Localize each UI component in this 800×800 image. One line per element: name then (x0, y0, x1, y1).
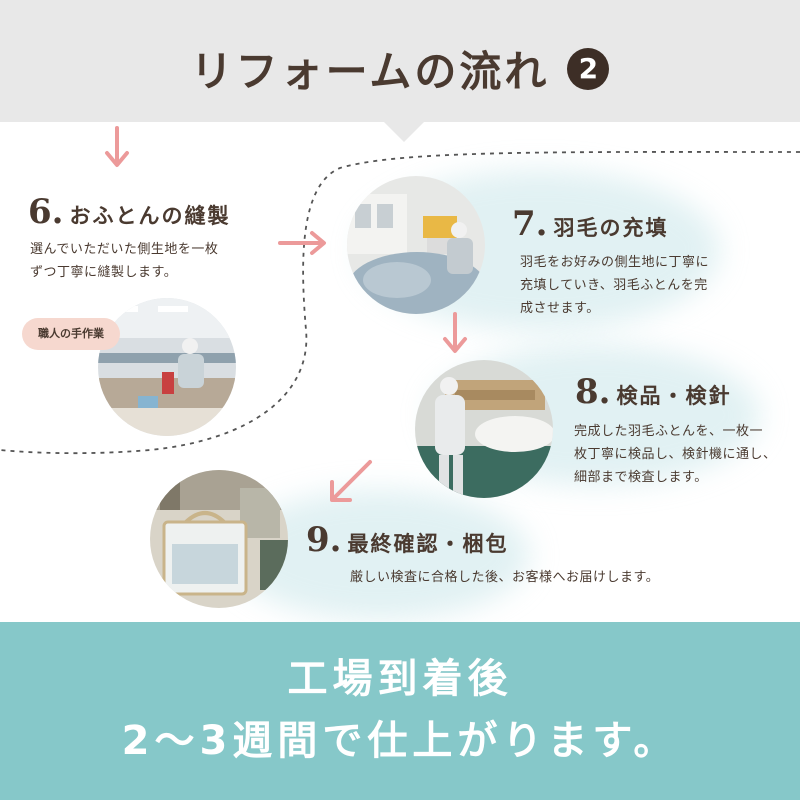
arrow-right-icon (278, 231, 326, 255)
header-band (0, 0, 800, 122)
header-notch (382, 120, 426, 142)
step6-desc-line: ずつ丁寧に縫製します。 (30, 265, 178, 280)
footer-band (0, 622, 800, 800)
arrow-down-icon (443, 312, 467, 353)
step7-desc-line: 羽毛をお好みの側生地に丁寧に (520, 255, 710, 270)
step8-photo (415, 360, 553, 498)
step6-description: 選んでいただいた側生地を一枚 ずつ丁寧に縫製します。 (30, 238, 218, 284)
page-title-text: リフォームの流れ (190, 47, 550, 96)
step6-number: 6. (28, 192, 64, 232)
step7-title: 羽毛の充填 (553, 216, 669, 240)
step8-desc-line: 細部まで検査します。 (574, 470, 708, 485)
step9-photo (150, 470, 288, 608)
step6-heading: 6.おふとんの縫製 (28, 192, 231, 232)
step8-desc-line: 枚丁寧に検品し、検針機に通し、 (574, 447, 777, 462)
step9-description: 厳しい検査に合格した後、お客様へお届けします。 (350, 566, 659, 589)
step7-desc-line: 充填していき、羽毛ふとんを完 (520, 278, 708, 293)
step7-photo (347, 176, 485, 314)
step8-heading: 8.検品・検針 (575, 372, 732, 412)
step9-heading: 9.最終確認・梱包 (306, 520, 509, 560)
step8-desc-line: 完成した羽毛ふとんを、一枚一 (574, 424, 764, 439)
step7-number: 7. (512, 204, 548, 244)
step9-title: 最終確認・梱包 (347, 532, 509, 556)
footer-headline: 工場到着後 (287, 656, 513, 702)
footer-subline: 2～3週間で仕上がります。 (121, 718, 679, 764)
arrow-down-icon (105, 126, 129, 167)
step7-description: 羽毛をお好みの側生地に丁寧に 充填していき、羽毛ふとんを完 成させます。 (520, 251, 709, 320)
craftsman-bubble: 職人の手作業 (22, 318, 120, 350)
step8-title: 検品・検針 (616, 384, 732, 408)
step8-description: 完成した羽毛ふとんを、一枚一 枚丁寧に検品し、検針機に通し、 細部まで検査します… (574, 420, 777, 489)
step6-title: おふとんの縫製 (69, 204, 231, 228)
step9-desc-line: 厳しい検査に合格した後、お客様へお届けします。 (350, 570, 660, 585)
step8-number: 8. (575, 372, 611, 412)
step7-heading: 7.羽毛の充填 (512, 204, 669, 244)
step7-desc-line: 成させます。 (520, 301, 600, 316)
arrow-down-left-icon (330, 460, 372, 502)
step6-desc-line: 選んでいただいた側生地を一枚 (30, 242, 219, 257)
step-badge: 2 (567, 47, 610, 90)
page-title: リフォームの流れ 2 (0, 38, 800, 99)
step6-photo (98, 298, 236, 436)
step9-number: 9. (306, 520, 342, 560)
